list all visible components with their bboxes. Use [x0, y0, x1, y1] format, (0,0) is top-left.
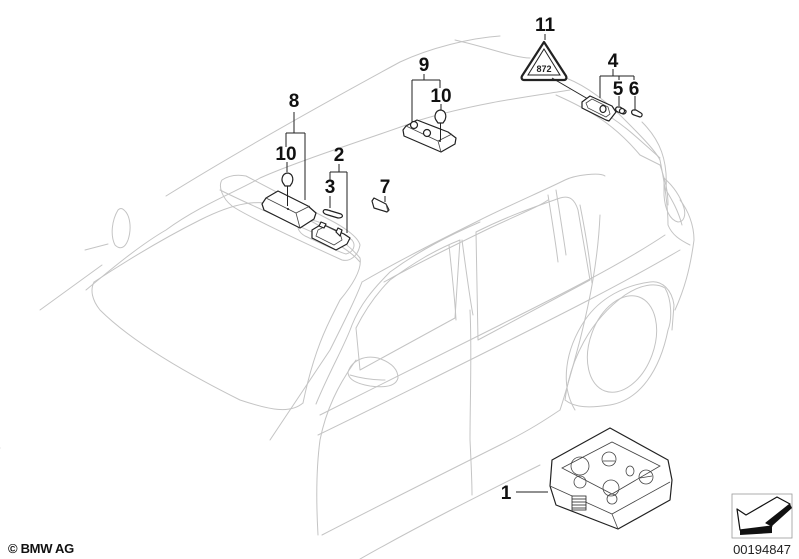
belt-line-1: [319, 234, 666, 416]
roof-rear-line: [454, 39, 531, 59]
part-11-warning-sticker[interactable]: 872: [520, 40, 589, 100]
rear-light: [663, 177, 686, 223]
document-number: 00194847: [733, 542, 791, 557]
roof-panel: [85, 89, 571, 291]
part-5-bulb[interactable]: [615, 106, 627, 115]
copyright-text: © BMW AG: [8, 541, 74, 556]
callout-6[interactable]: 6: [629, 79, 640, 100]
rear-roof-edge-2: [611, 117, 661, 159]
mirror-stem: [84, 243, 109, 251]
window-frame-top: [361, 173, 606, 283]
a-pillar-outer: [269, 281, 363, 441]
b-pillar-1: [448, 244, 457, 321]
box-latch: [571, 495, 587, 511]
wheel-arch-outer: [565, 281, 651, 411]
b-pillar-2: [461, 239, 474, 316]
callout-numbers: 1 2 3 4 5 6 7 8 9 10 10 11: [275, 15, 639, 504]
callout-10-left[interactable]: 10: [275, 144, 296, 165]
part-10-bulb-right[interactable]: [434, 109, 447, 140]
rear-quarter-line: [579, 204, 593, 284]
part-1-spare-bulb-box[interactable]: [549, 427, 673, 530]
callout-1[interactable]: 1: [501, 483, 512, 504]
rear-wheel: [586, 295, 658, 393]
part-7-cover[interactable]: [371, 197, 390, 213]
callout-7[interactable]: 7: [380, 177, 391, 198]
part-3-festoon-bulb[interactable]: [322, 208, 344, 219]
part-2-interior-light[interactable]: [311, 221, 351, 251]
callout-3[interactable]: 3: [325, 177, 336, 198]
hood-line: [39, 264, 103, 311]
part-10-bulb-left[interactable]: [281, 172, 294, 206]
callout-5[interactable]: 5: [613, 79, 624, 100]
callout-2[interactable]: 2: [334, 145, 345, 166]
roof-center: [559, 75, 661, 161]
c-pillar-2: [555, 189, 567, 256]
callout-8[interactable]: 8: [289, 91, 300, 112]
part-8-reading-light[interactable]: [261, 190, 317, 229]
callout-4[interactable]: 4: [608, 51, 619, 72]
console-recess: [219, 174, 361, 261]
sill-1: [321, 409, 561, 536]
side-mirror-inner: [349, 374, 386, 381]
part-9-reading-light[interactable]: [402, 119, 457, 153]
callout-11[interactable]: 11: [535, 15, 556, 36]
rear-bumper: [674, 199, 695, 311]
part-4-luggage-light[interactable]: [581, 95, 617, 122]
c-pillar: [547, 194, 559, 263]
a-pillar-inner-2: [316, 359, 357, 536]
sill-2: [359, 464, 541, 559]
callout-9[interactable]: 9: [419, 55, 430, 76]
side-mirror: [347, 356, 399, 388]
spoiler: [641, 121, 683, 226]
callout-10-right[interactable]: 10: [430, 86, 451, 107]
front-door-window: [355, 239, 461, 371]
part-6-bulb[interactable]: [631, 109, 643, 118]
belt-line-2: [317, 249, 681, 436]
warning-symbol-text: 872: [536, 64, 551, 74]
rear-view-mirror: [111, 208, 131, 249]
wheel-arch-flare: [649, 281, 675, 331]
rear-door-window: [475, 196, 591, 341]
a-pillar-inner: [315, 221, 481, 405]
leader-lines: [285, 34, 636, 493]
direction-arrow-icon: [731, 493, 793, 539]
windshield: [91, 281, 304, 411]
front-door-rear-edge: [469, 309, 473, 496]
